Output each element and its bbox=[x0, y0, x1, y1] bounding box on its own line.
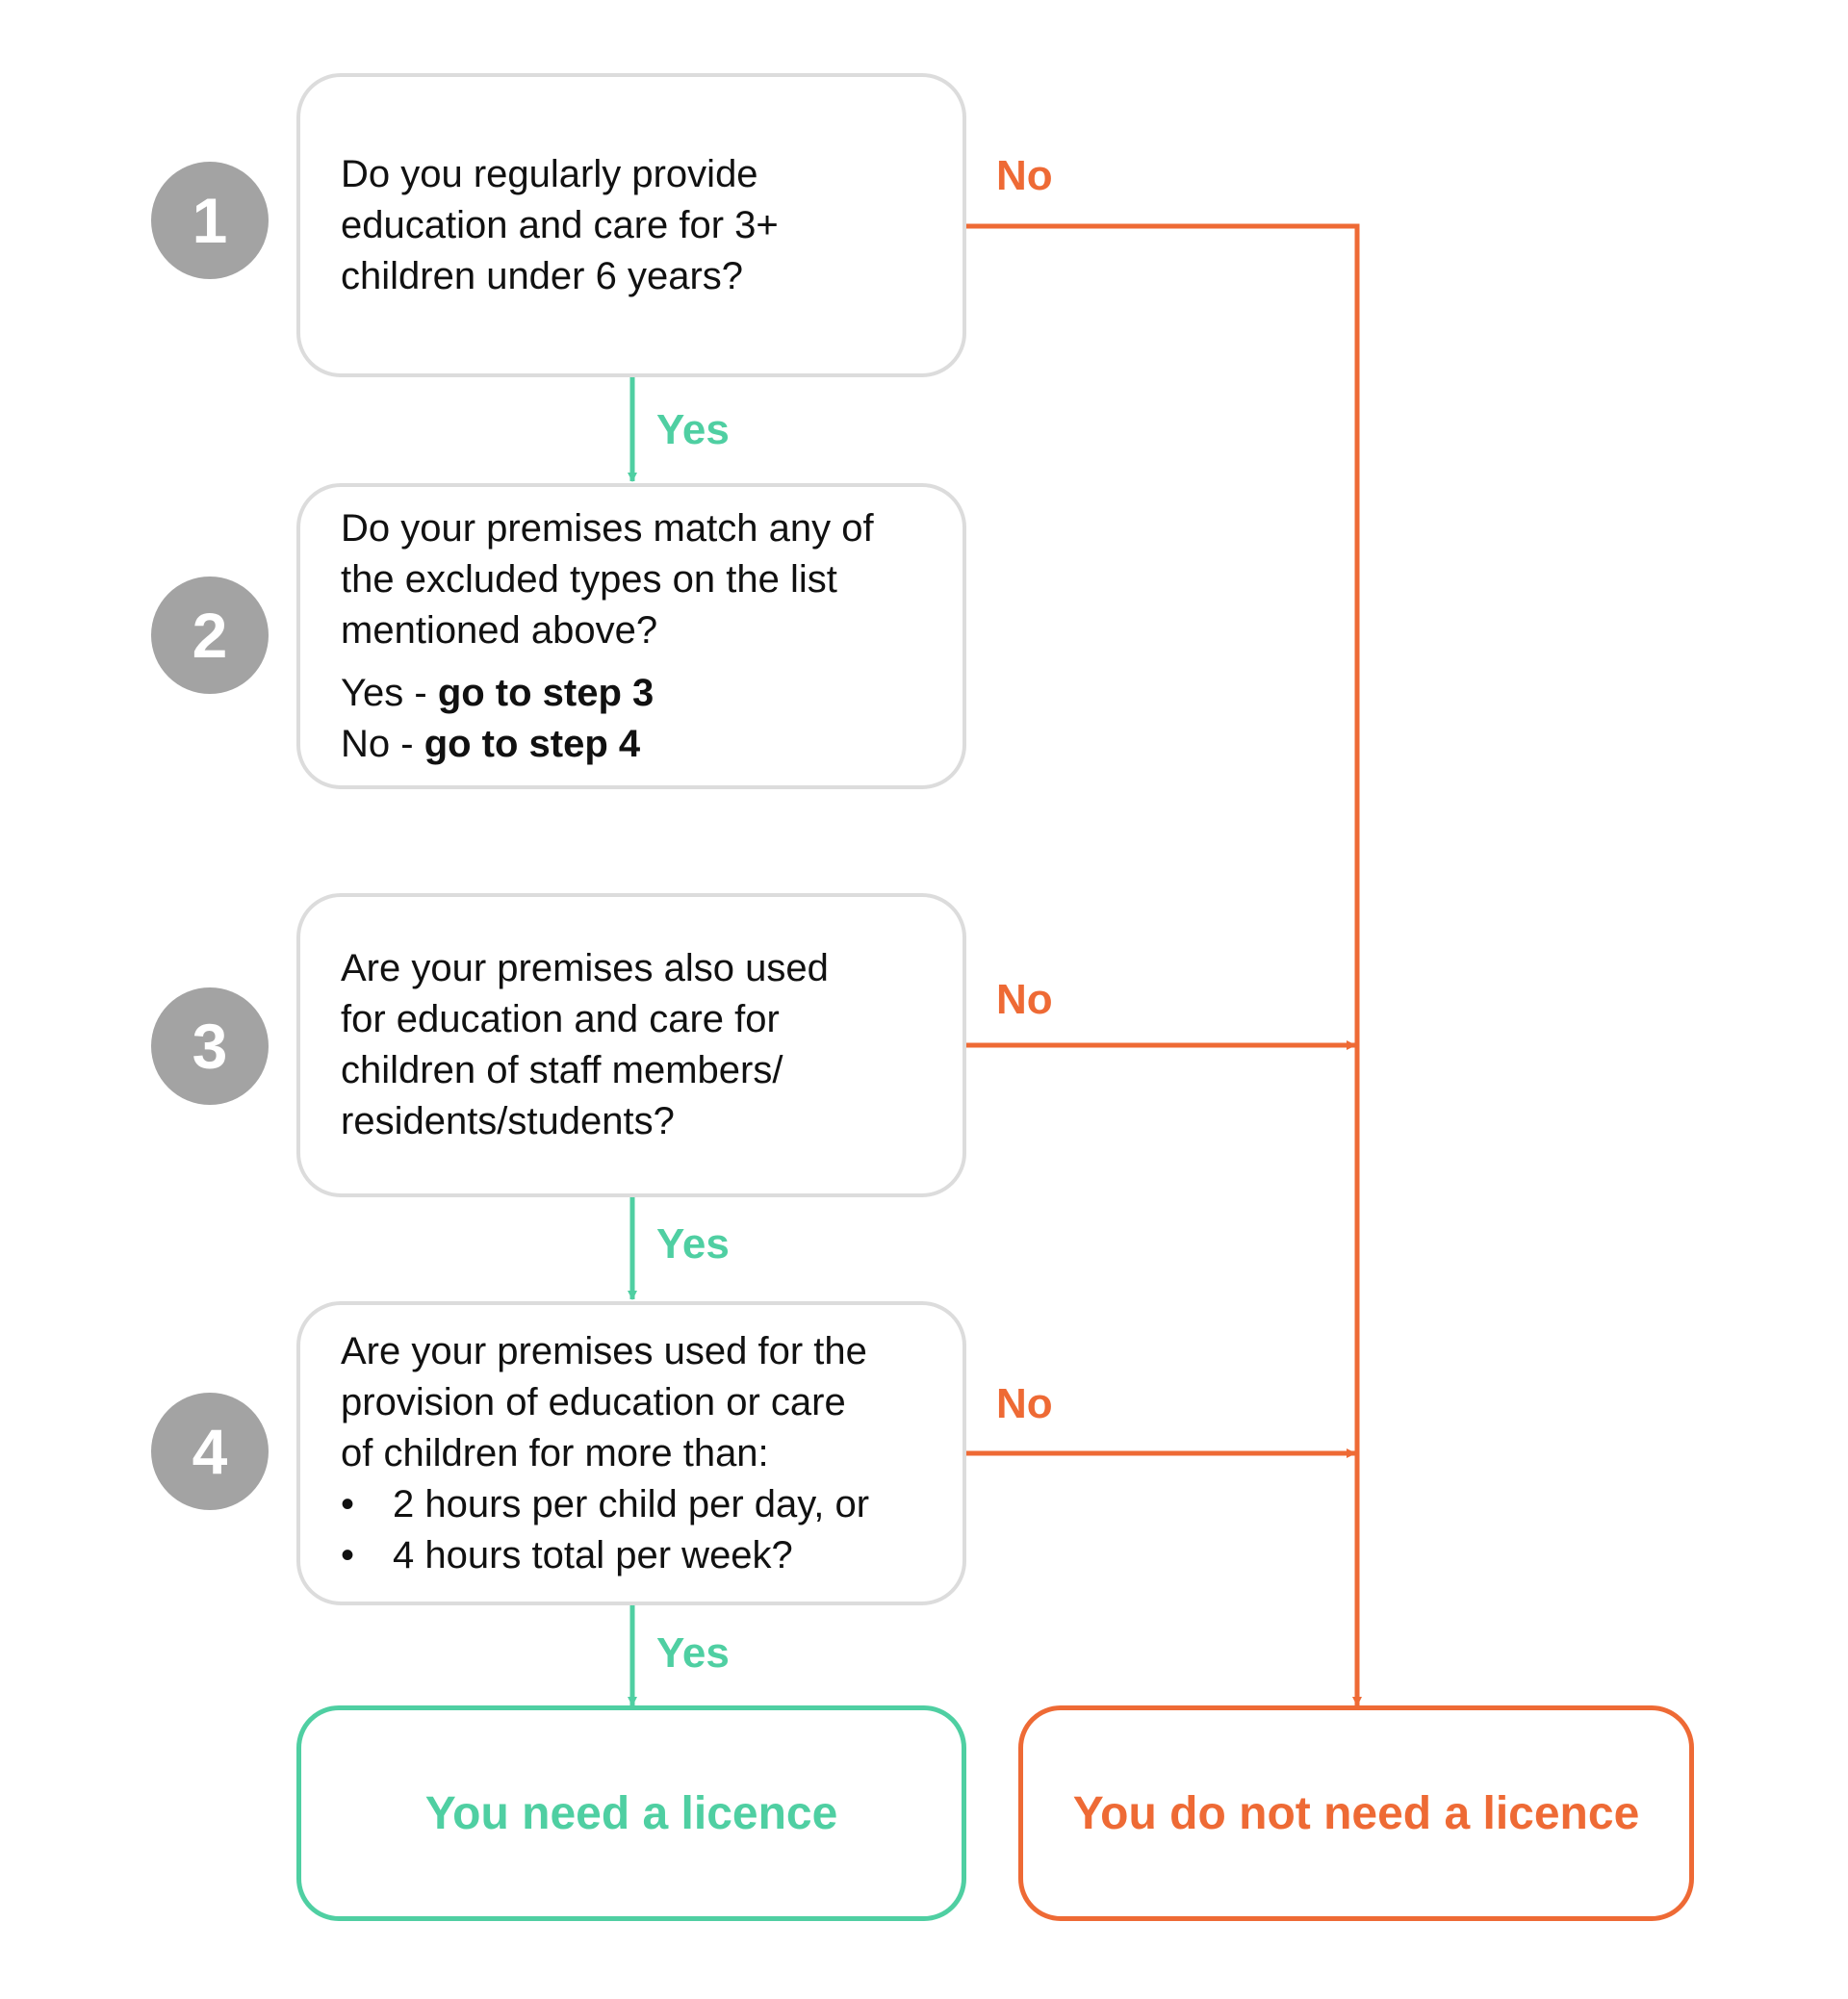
question-line: children under 6 years? bbox=[341, 254, 744, 297]
question-line: of children for more than: bbox=[341, 1431, 769, 1474]
yes-label-3: Yes bbox=[656, 1220, 730, 1268]
option-action: go to step 3 bbox=[437, 671, 654, 714]
step-3-question: Are your premises also used for educatio… bbox=[341, 943, 926, 1147]
question-line: provision of education or care bbox=[341, 1380, 846, 1423]
option-prefix: Yes - bbox=[341, 671, 438, 714]
question-line: Do your premises match any of bbox=[341, 506, 874, 550]
step-3-question-box: Are your premises also used for educatio… bbox=[296, 893, 966, 1197]
bullet-text: 2 hours per child per day, or bbox=[393, 1482, 870, 1525]
step-2-badge: 2 bbox=[151, 577, 269, 694]
bullet-item: • 4 hours total per week? bbox=[341, 1530, 926, 1581]
bullet-dot: • bbox=[341, 1482, 355, 1525]
step-2-question: Do your premises match any of the exclud… bbox=[341, 503, 926, 770]
step-4-question: Are your premises used for the provision… bbox=[341, 1326, 926, 1581]
bullet-item: • 2 hours per child per day, or bbox=[341, 1479, 926, 1530]
yes-label-1: Yes bbox=[656, 406, 730, 453]
question-line: Are your premises also used bbox=[341, 947, 829, 989]
option-prefix: No - bbox=[341, 722, 424, 765]
no-label-3: No bbox=[996, 976, 1053, 1023]
option-action: go to step 4 bbox=[424, 722, 641, 765]
question-line: the excluded types on the list bbox=[341, 557, 837, 601]
question-line: residents/students? bbox=[341, 1100, 675, 1142]
no-label-1: No bbox=[996, 152, 1053, 199]
bullet-text: 4 hours total per week? bbox=[393, 1533, 793, 1576]
question-line: for education and care for bbox=[341, 998, 780, 1040]
no-label-4: No bbox=[996, 1380, 1053, 1427]
step-4-badge: 4 bbox=[151, 1393, 269, 1510]
outcome-no-licence: You do not need a licence bbox=[1018, 1705, 1694, 1921]
question-line: Are your premises used for the bbox=[341, 1329, 867, 1372]
no-line-1 bbox=[966, 223, 1362, 1706]
bullet-dot: • bbox=[341, 1533, 355, 1576]
step-2-option-no: No - go to step 4 bbox=[341, 719, 926, 770]
step-1-badge: 1 bbox=[151, 162, 269, 279]
step-3-badge: 3 bbox=[151, 987, 269, 1105]
step-1-question: Do you regularly provide education and c… bbox=[341, 149, 926, 302]
step-2-question-box: Do your premises match any of the exclud… bbox=[296, 483, 966, 789]
yes-label-4: Yes bbox=[656, 1629, 730, 1677]
question-line: Do you regularly provide bbox=[341, 152, 758, 195]
step-1-question-box: Do you regularly provide education and c… bbox=[296, 73, 966, 377]
outcome-need-licence: You need a licence bbox=[296, 1705, 966, 1921]
question-line: mentioned above? bbox=[341, 608, 658, 652]
question-line: children of staff members/ bbox=[341, 1049, 783, 1091]
question-line: education and care for 3+ bbox=[341, 203, 779, 246]
step-4-question-box: Are your premises used for the provision… bbox=[296, 1301, 966, 1605]
step-2-option-yes: Yes - go to step 3 bbox=[341, 668, 926, 719]
